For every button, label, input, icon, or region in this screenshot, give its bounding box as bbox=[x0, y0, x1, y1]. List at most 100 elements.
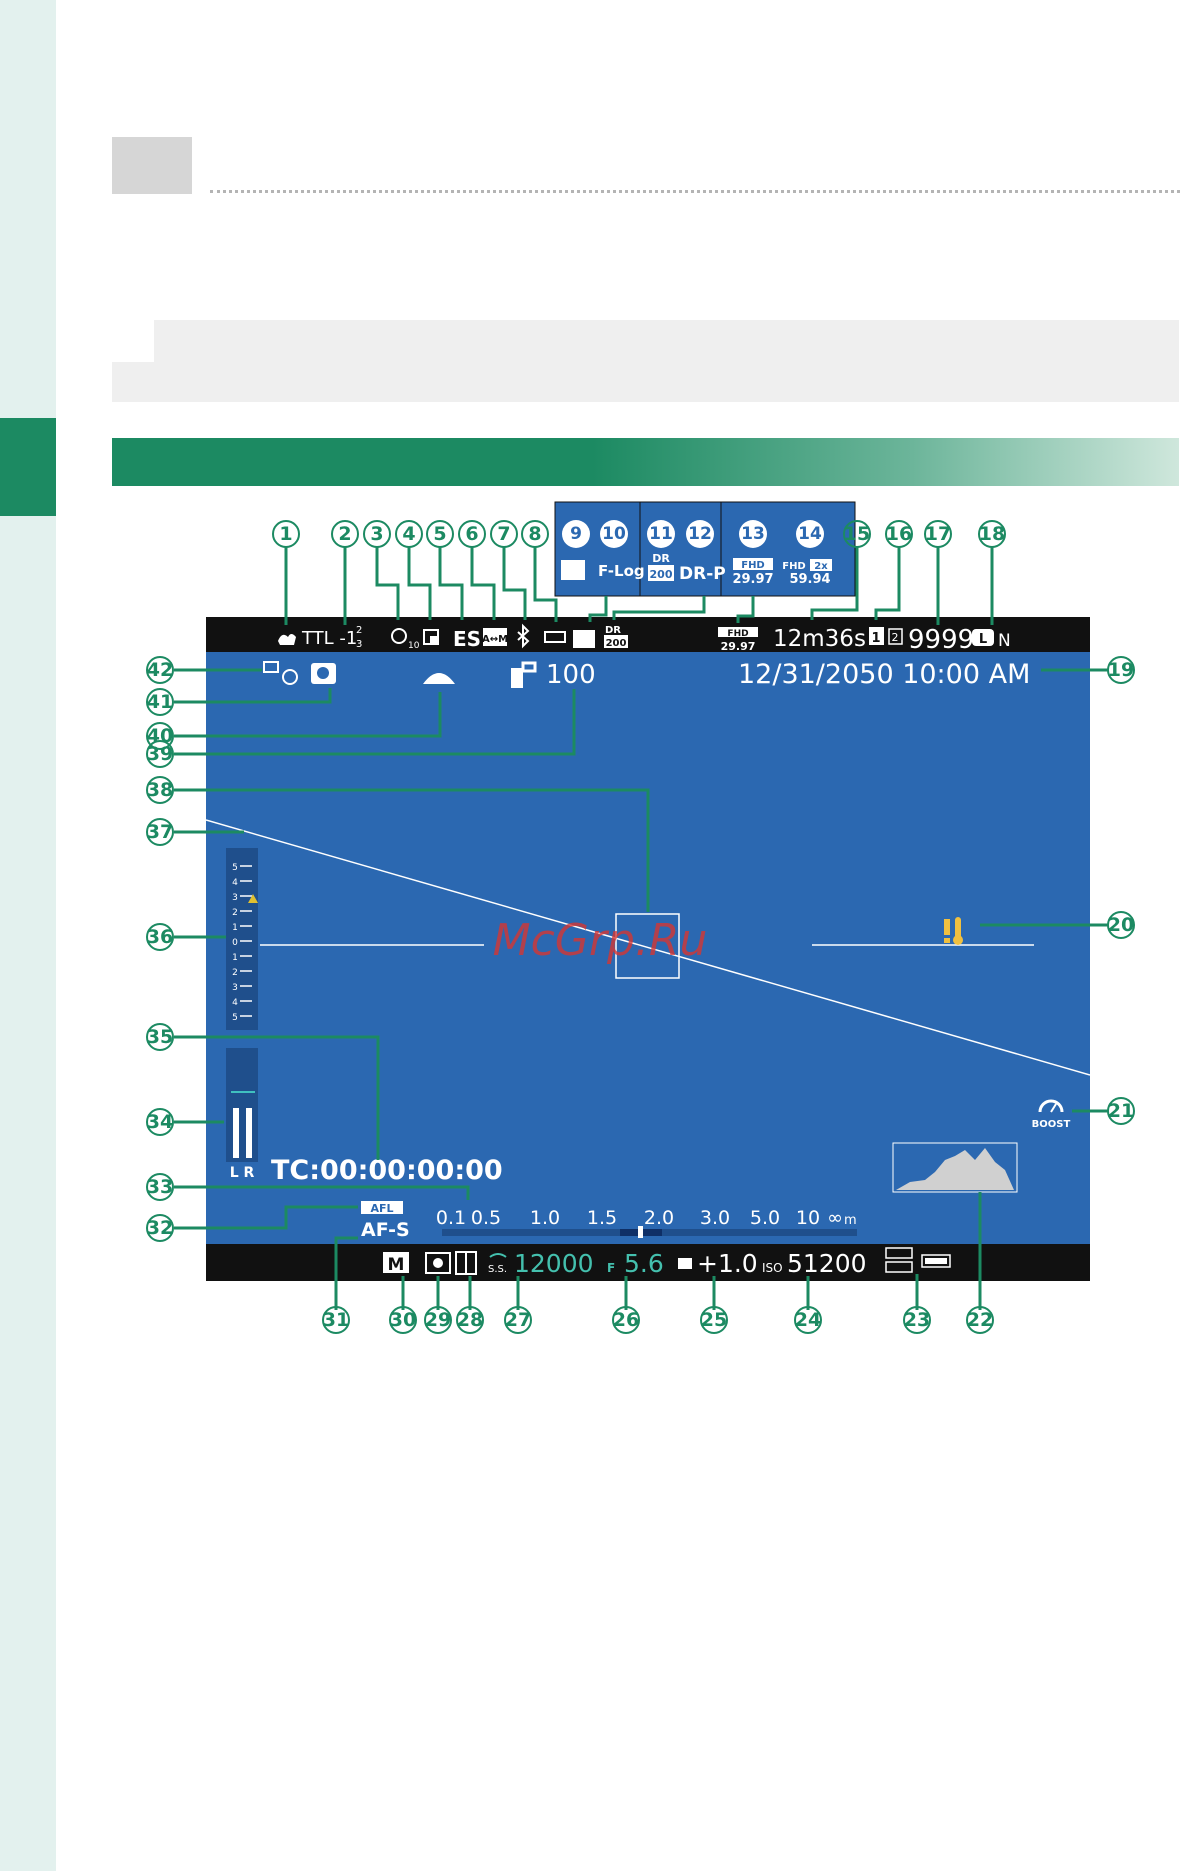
frame-counter-icon bbox=[511, 661, 537, 688]
inset-movie-mode bbox=[720, 501, 856, 597]
svg-text:200: 200 bbox=[606, 638, 627, 649]
svg-text:15: 15 bbox=[844, 523, 870, 545]
distance-tick-label: 0.5 bbox=[471, 1207, 501, 1229]
boost-text: BOOST bbox=[1032, 1119, 1071, 1130]
temperature-warning-icon bbox=[944, 917, 963, 945]
exposure-scale-label: 3 bbox=[232, 983, 238, 993]
svg-text:7: 7 bbox=[497, 523, 510, 545]
svg-text:33: 33 bbox=[147, 1176, 173, 1198]
svg-text:DR: DR bbox=[605, 625, 621, 636]
top-status-bar bbox=[206, 617, 1090, 652]
inset-drp-label: DR-P bbox=[679, 564, 726, 584]
exposure-scale-label: 0 bbox=[232, 938, 238, 948]
metering-icon bbox=[425, 1252, 451, 1274]
histogram bbox=[896, 1148, 1014, 1190]
bluetooth-icon bbox=[517, 623, 530, 649]
svg-text:4: 4 bbox=[402, 523, 415, 545]
shutter-speed: 12000 bbox=[514, 1249, 594, 1278]
svg-text:37: 37 bbox=[147, 821, 173, 843]
svg-text:29: 29 bbox=[425, 1309, 451, 1331]
chapter-number-box bbox=[112, 137, 192, 194]
timecode: TC:00:00:00:00 bbox=[271, 1155, 503, 1186]
svg-text:11: 11 bbox=[649, 524, 673, 544]
distance-tick-label: 0.1 bbox=[436, 1207, 466, 1229]
aperture: 5.6 bbox=[624, 1249, 664, 1278]
focus-check-icon bbox=[263, 661, 298, 685]
side-strip bbox=[0, 0, 56, 1871]
note-icon bbox=[112, 320, 154, 362]
shutter-speed-mark-icon bbox=[489, 1253, 507, 1258]
distance-tick-label: 10 bbox=[796, 1207, 820, 1229]
exposure-scale-label: 5 bbox=[232, 1013, 238, 1023]
date-time: 12/31/2050 10:00 AM bbox=[738, 659, 1030, 690]
location-data-icon bbox=[423, 673, 455, 684]
distance-tick-label: 1.5 bbox=[587, 1207, 617, 1229]
svg-text:29.97: 29.97 bbox=[721, 640, 756, 653]
afl-text: AFL bbox=[370, 1202, 393, 1215]
svg-text:12: 12 bbox=[688, 524, 712, 544]
battery-level-icon bbox=[885, 1247, 951, 1273]
exposure-scale-label: 4 bbox=[232, 998, 238, 1008]
frame-counter: 100 bbox=[546, 660, 596, 690]
svg-text:22: 22 bbox=[967, 1309, 993, 1331]
svg-text:13: 13 bbox=[741, 524, 765, 544]
self-timer-value: 10 bbox=[408, 641, 420, 651]
exposure-scale-label: 5 bbox=[232, 863, 238, 873]
distance-tick-label: 5.0 bbox=[750, 1207, 780, 1229]
am-mode-text: A↔M bbox=[482, 634, 508, 645]
card-slot-2-badge bbox=[888, 628, 903, 645]
continuous-mode-icon bbox=[423, 629, 439, 645]
movie-mode-icon: FHD 29.97 bbox=[718, 627, 758, 653]
exposure-mode-badge bbox=[383, 1252, 409, 1273]
dynamic-range-icon: DR 200 bbox=[604, 625, 628, 649]
shooting-setting-icon bbox=[455, 1251, 477, 1275]
svg-text:20: 20 bbox=[1108, 914, 1134, 936]
inset-film-sim-icon bbox=[561, 560, 585, 580]
note-box bbox=[112, 320, 1179, 402]
exposure-compensation-icon bbox=[678, 1258, 692, 1269]
afl-badge bbox=[361, 1201, 403, 1214]
inset-fhd-label: FHD bbox=[741, 560, 765, 571]
svg-text:6: 6 bbox=[465, 523, 478, 545]
exposure-compensation: +1.0 bbox=[697, 1249, 758, 1278]
svg-text:23: 23 bbox=[904, 1309, 930, 1331]
svg-text:28: 28 bbox=[457, 1309, 483, 1331]
performance-boost-icon bbox=[1038, 1099, 1064, 1113]
inset-fhd2x-badge bbox=[810, 559, 832, 571]
callout-leaders bbox=[174, 547, 1108, 1310]
recording-time: 12m36s bbox=[773, 626, 866, 652]
distance-unit: m bbox=[844, 1213, 857, 1228]
flash-mode-text: TTL -1 bbox=[301, 628, 357, 649]
svg-text:14: 14 bbox=[798, 524, 822, 544]
svg-text:42: 42 bbox=[147, 659, 173, 681]
svg-text:17: 17 bbox=[925, 523, 951, 545]
svg-text:19: 19 bbox=[1108, 659, 1134, 681]
is-mode-icon bbox=[278, 634, 296, 645]
image-size-badge bbox=[972, 629, 994, 646]
svg-text:40: 40 bbox=[147, 725, 173, 747]
svg-text:5: 5 bbox=[433, 523, 446, 545]
svg-text:39: 39 bbox=[147, 743, 173, 765]
focus-mode: AF-S bbox=[361, 1219, 410, 1241]
card-slot-1: 1 bbox=[871, 631, 880, 646]
svg-text:8: 8 bbox=[528, 523, 541, 545]
battery-sensor-icon bbox=[544, 631, 566, 643]
svg-text:24: 24 bbox=[795, 1309, 821, 1331]
exposure-scale-label: 1 bbox=[232, 923, 238, 933]
exposure-indicator-bg bbox=[226, 848, 258, 1030]
svg-text:FHD: FHD bbox=[727, 629, 748, 639]
focus-distance-pointer bbox=[638, 1226, 643, 1238]
svg-text:3: 3 bbox=[370, 523, 383, 545]
flash-fraction-den: 3 bbox=[356, 639, 362, 650]
film-simulation-icon bbox=[573, 630, 595, 648]
self-timer-icon bbox=[391, 628, 407, 644]
svg-text:9: 9 bbox=[570, 524, 582, 544]
svg-text:10: 10 bbox=[602, 524, 626, 544]
frames-remaining: 9999 bbox=[908, 625, 974, 655]
exposure-scale-label: 4 bbox=[232, 878, 238, 888]
image-quality: N bbox=[998, 631, 1011, 651]
inset-fhd2x-fps: 59.94 bbox=[789, 572, 830, 587]
inset-film-sim bbox=[554, 501, 641, 597]
